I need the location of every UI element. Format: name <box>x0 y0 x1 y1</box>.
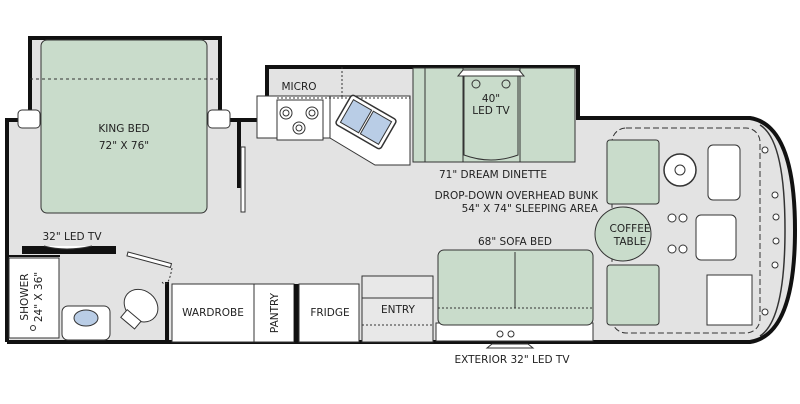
coffee-table <box>594 206 652 262</box>
king-bed-size: 72" X 76" <box>99 140 149 152</box>
king-bed-label: KING BED <box>98 123 149 135</box>
bedroom-door <box>240 146 246 213</box>
sofa-base <box>435 322 594 342</box>
bathroom-sink-icon <box>73 309 99 327</box>
dinette-bench-right <box>519 67 576 163</box>
cab-wall-inner <box>759 124 786 337</box>
passenger-seat <box>695 214 737 261</box>
pantry-label: PANTRY <box>269 292 281 333</box>
driver-seat <box>707 144 741 201</box>
recliner-bottom <box>606 264 660 326</box>
dinette-label: 71" DREAM DINETTE <box>439 169 547 181</box>
exterior-tv-mount <box>485 343 535 349</box>
toilet-icon <box>120 288 159 330</box>
dinette-bench-left <box>424 67 464 163</box>
exterior-tv-label: EXTERIOR 32" LED TV <box>454 354 570 366</box>
cab-console <box>706 274 753 326</box>
tv-40-label-2: LED TV <box>472 105 510 117</box>
cupholder-icons <box>667 213 688 254</box>
shower <box>8 257 60 339</box>
sofa-bed-label: 68" SOFA BED <box>478 236 552 248</box>
tv-40-mount <box>456 69 526 77</box>
recliner-top <box>606 139 660 205</box>
bunk-label-2: 54" X 74" SLEEPING AREA <box>462 203 599 215</box>
king-bed <box>40 39 208 214</box>
entry-label: ENTRY <box>381 304 416 316</box>
bunk-label-1: DROP-DOWN OVERHEAD BUNK <box>435 190 600 202</box>
tv-40-label-1: 40" <box>482 93 500 105</box>
coffee-label-1: COFFEE <box>610 223 651 235</box>
dinette-table <box>463 71 519 161</box>
rear-tv-label: 32" LED TV <box>42 231 102 243</box>
bedroom-wall-partition <box>237 120 241 188</box>
coffee-label-2: TABLE <box>613 236 646 248</box>
shower-label-1: SHOWER <box>19 273 31 320</box>
wardrobe-label: WARDROBE <box>182 307 244 319</box>
wardrobe <box>171 283 255 343</box>
nightstand-left <box>17 109 41 129</box>
nightstand-right <box>207 109 231 129</box>
fridge-label: FRIDGE <box>310 307 349 319</box>
burner-icons <box>279 106 319 135</box>
stovetop <box>276 99 324 141</box>
bath-door <box>126 251 173 269</box>
entry-step <box>361 275 434 343</box>
bathroom-wall <box>22 246 116 254</box>
shower-label-2: 24" X 36" <box>33 272 45 322</box>
sink-icon <box>335 94 397 150</box>
exterior-wall <box>5 36 798 344</box>
windshield-lights <box>761 146 780 316</box>
micro-label: MICRO <box>281 81 316 93</box>
steering-wheel-icon <box>663 153 697 187</box>
fridge <box>298 283 360 343</box>
